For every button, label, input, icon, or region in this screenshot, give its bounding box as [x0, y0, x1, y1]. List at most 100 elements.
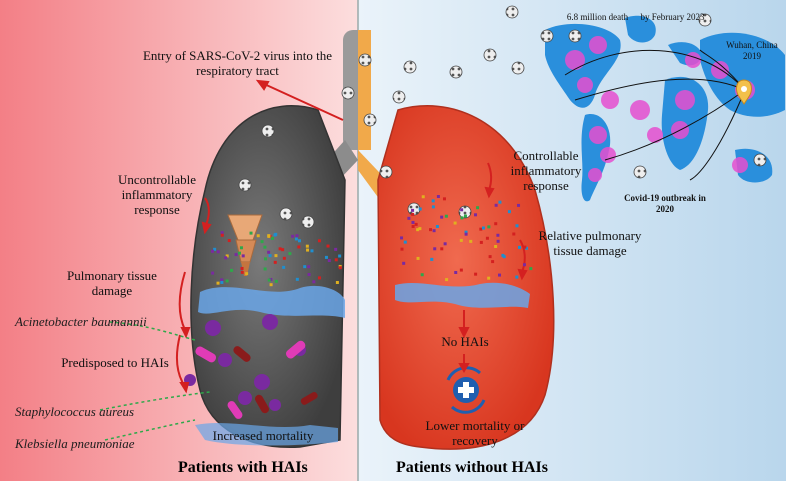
cell-dot [431, 205, 435, 209]
cell-dot [529, 267, 533, 271]
bacteria [184, 314, 318, 419]
cell-dot [429, 228, 433, 232]
cell-dot [274, 254, 278, 258]
cell-dot [267, 278, 271, 282]
cell-dot [440, 247, 444, 251]
cell-dot [263, 267, 267, 271]
cell-dot [295, 234, 299, 238]
inflammatory-cells [210, 195, 533, 287]
cell-dot [444, 214, 448, 218]
cell-dot [268, 254, 272, 258]
relative-damage-label: Relative pulmonary tissue damage [538, 228, 642, 258]
lower-mortality-label: Lower mortality or recovery [425, 418, 525, 448]
cell-dot [249, 231, 253, 235]
virus-particle [568, 29, 582, 43]
cell-dot [501, 253, 505, 257]
virus-particle [392, 90, 406, 104]
cell-dot [241, 254, 245, 258]
virus-particle [279, 207, 293, 221]
right-panel-title: Patients without HAIs [396, 459, 549, 476]
cell-dot [418, 227, 422, 231]
cell-dot [525, 246, 529, 250]
cell-dot [334, 247, 338, 251]
cell-dot [307, 265, 311, 269]
cell-dot [281, 248, 285, 252]
cell-dot [225, 254, 229, 258]
virus-particle [449, 65, 463, 79]
cell-dot [453, 221, 457, 225]
cell-dot [213, 247, 217, 251]
cell-dot [305, 244, 309, 248]
cell-dot [474, 213, 478, 217]
cell-dot [291, 234, 295, 238]
cell-dot [517, 245, 521, 249]
virus-particle [505, 5, 519, 19]
cell-dot [303, 265, 307, 269]
cell-dot [491, 260, 495, 264]
cell-dot [306, 248, 310, 252]
cell-dot [334, 258, 338, 262]
virus-particle [379, 165, 393, 179]
virus-particle [363, 113, 377, 127]
origin-label: Wuhan, China 2019 [726, 40, 778, 61]
arrows [175, 79, 528, 394]
cell-dot [294, 237, 298, 241]
cell-dot [416, 256, 420, 260]
predisposed-label: Predisposed to HAIs [61, 355, 169, 370]
cell-dot [459, 238, 463, 242]
cell-dot [400, 247, 404, 251]
cell-dot [407, 216, 411, 220]
cell-dot [522, 263, 526, 267]
cell-dot [210, 249, 214, 253]
cell-dot [338, 254, 342, 258]
deaths-label: 6.8 million death [566, 12, 629, 22]
cell-dot [411, 208, 415, 212]
cell-dot [487, 225, 491, 229]
cell-dot [479, 240, 483, 244]
cell-dot [278, 247, 282, 251]
cell-dot [273, 233, 277, 237]
cell-dot [460, 216, 464, 220]
cell-dot [225, 279, 229, 283]
cell-dot [403, 240, 407, 244]
cell-dot [269, 277, 273, 281]
cell-dot [494, 245, 498, 249]
cell-dot [464, 230, 468, 234]
cell-dot [270, 236, 274, 240]
cell-dot [476, 206, 480, 210]
cell-dot [464, 232, 468, 236]
cell-dot [494, 203, 498, 207]
cell-dot [494, 222, 498, 226]
cell-dot [216, 281, 220, 285]
cell-dot [267, 250, 271, 254]
cell-dot [216, 250, 220, 254]
cell-dot [324, 255, 328, 259]
cell-dot [297, 245, 301, 249]
cell-dot [442, 197, 446, 201]
cell-dot [269, 283, 273, 287]
controllable-label: Controllable inflammatory response [510, 148, 582, 193]
cell-dot [220, 231, 224, 235]
cell-dot [498, 273, 502, 277]
cell-dot [263, 245, 267, 249]
cell-dot [459, 268, 463, 272]
cell-dot [496, 239, 500, 243]
tissue-damage-label: Pulmonary tissue damage [67, 268, 157, 298]
cell-dot [220, 280, 224, 284]
cell-dot [288, 252, 292, 256]
virus-particle [358, 53, 372, 67]
virus-particle [753, 153, 767, 167]
cell-dot [421, 195, 425, 199]
cell-dot [400, 236, 404, 240]
cell-dot [418, 207, 422, 211]
cell-dot [433, 247, 437, 251]
virus-particle [633, 165, 647, 179]
cell-dot [224, 256, 228, 260]
cell-dot [454, 271, 458, 275]
cell-dot [282, 256, 286, 260]
outbreak-label: Covid-19 outbreak in 2020 [624, 193, 706, 214]
no-hais-label: No HAIs [441, 334, 489, 349]
cell-dot [496, 233, 500, 237]
cell-dot [260, 240, 264, 244]
